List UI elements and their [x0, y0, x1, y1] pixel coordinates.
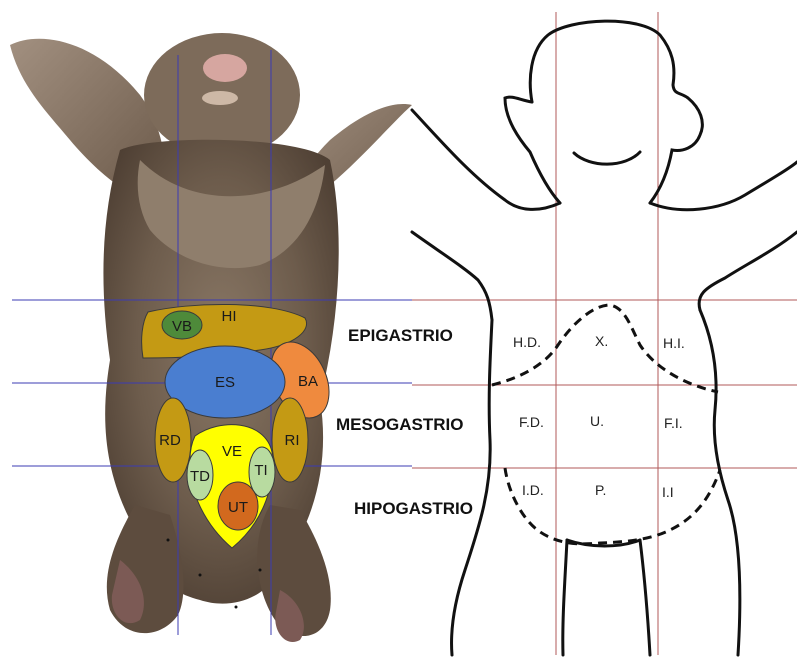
left-shoulder-outline	[412, 110, 560, 209]
label-ba: BA	[298, 373, 318, 390]
quadrant-labels: H.D. X. H.I. F.D. U. F.I. I.D. P. I.I	[513, 333, 685, 500]
label-ti: TI	[254, 462, 267, 479]
label-hipogastrio: HIPOGASTRIO	[354, 499, 473, 518]
left-leg-outline	[563, 540, 567, 655]
mouth-outline	[574, 152, 640, 164]
label-td: TD	[190, 468, 210, 485]
label-rd: RD	[159, 432, 181, 449]
right-leg-outline	[640, 540, 650, 655]
right-underarm-outline	[699, 232, 797, 310]
right-torso-outline	[700, 310, 740, 655]
mouth	[202, 91, 238, 105]
label-hi: HI	[222, 308, 237, 325]
label-epigastrio: EPIGASTRIO	[348, 326, 453, 345]
hypogastric-dashed-outline	[505, 468, 720, 544]
label-ii: I.I	[662, 484, 674, 500]
label-ve: VE	[222, 443, 242, 460]
label-vb: VB	[172, 318, 192, 335]
dot	[259, 569, 262, 572]
label-hi-quadrant: H.I.	[663, 335, 685, 351]
right-shoulder-outline	[650, 162, 797, 210]
label-u: U.	[590, 413, 604, 429]
label-x: X.	[595, 333, 608, 349]
label-ut: UT	[228, 499, 248, 516]
dot	[167, 539, 170, 542]
label-mesogastrio: MESOGASTRIO	[336, 415, 464, 434]
label-hd: H.D.	[513, 334, 541, 350]
label-id: I.D.	[522, 482, 544, 498]
dot	[235, 606, 238, 609]
region-labels: EPIGASTRIO MESOGASTRIO HIPOGASTRIO	[336, 326, 473, 518]
label-es: ES	[215, 374, 235, 391]
snout	[203, 54, 247, 82]
head-outline-left	[505, 97, 560, 203]
dot	[199, 574, 202, 577]
left-underarm-outline	[412, 232, 492, 320]
left-torso-outline	[452, 320, 492, 655]
label-ri: RI	[285, 432, 300, 449]
label-p: P.	[595, 482, 606, 498]
label-fi: F.I.	[664, 415, 683, 431]
label-fd: F.D.	[519, 414, 544, 430]
